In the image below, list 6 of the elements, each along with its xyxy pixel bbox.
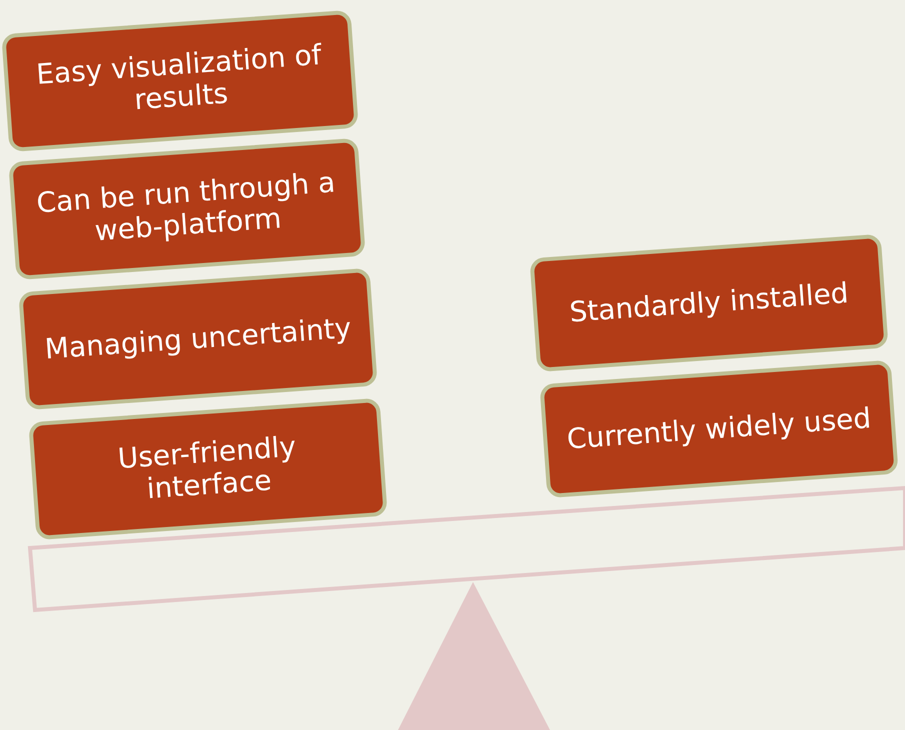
label-card: Standardly installed <box>529 234 889 372</box>
label-card: Currently widely used <box>539 360 899 498</box>
label-card: Easy visualization of results <box>1 10 359 152</box>
label-card: User-friendly interface <box>28 398 388 540</box>
label-card: Can be run through a web-platform <box>8 138 366 280</box>
label-card: Managing uncertainty <box>18 268 378 410</box>
